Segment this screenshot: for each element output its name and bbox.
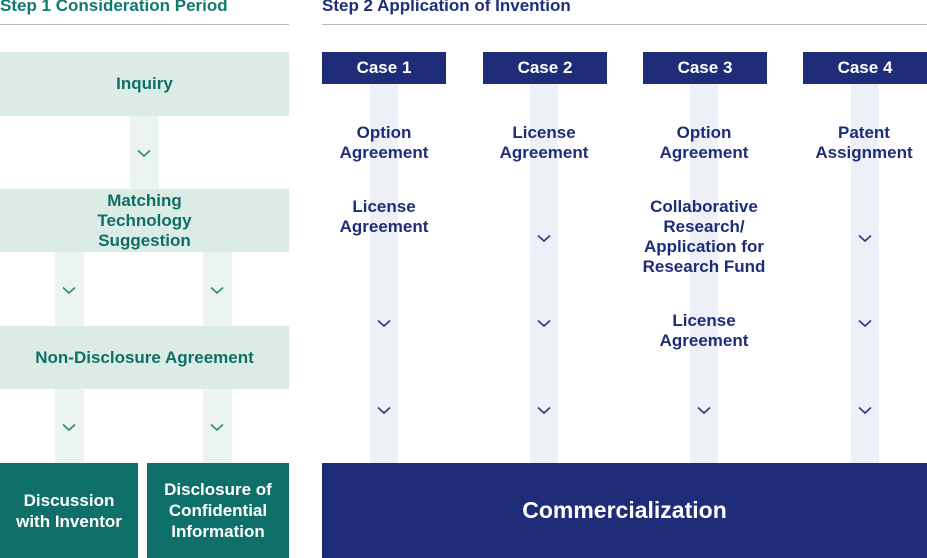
case2-header: Case 2 xyxy=(483,52,607,84)
case3-collaborative-research: Collaborative Research/ Application for … xyxy=(642,197,766,276)
case4-header: Case 4 xyxy=(803,52,927,84)
chevron-down-icon xyxy=(210,420,224,434)
case4-patent-assignment: Patent Assignment xyxy=(815,123,913,162)
connector-strip xyxy=(55,389,84,463)
chevron-down-icon xyxy=(697,403,711,417)
disclosure-box: Disclosure of Confidential Information xyxy=(147,463,289,558)
chevron-down-icon xyxy=(858,316,872,330)
case1-license-agreement: License Agreement xyxy=(339,197,429,236)
chevron-down-icon xyxy=(858,403,872,417)
nda-box: Non-Disclosure Agreement xyxy=(0,326,289,389)
case3-strip xyxy=(690,84,718,463)
chevron-down-icon xyxy=(537,316,551,330)
step1-heading: Step 1 Consideration Period xyxy=(0,0,228,15)
case2-strip xyxy=(530,84,558,463)
step2-heading: Step 2 Application of Invention xyxy=(322,0,571,15)
inquiry-box: Inquiry xyxy=(0,52,289,116)
case1-option-agreement: Option Agreement xyxy=(339,123,429,162)
chevron-down-icon xyxy=(858,231,872,245)
step1-divider xyxy=(0,24,289,25)
connector-strip xyxy=(55,252,84,326)
chevron-down-icon xyxy=(537,403,551,417)
case3-license-agreement: License Agreement xyxy=(659,311,749,350)
case4-strip xyxy=(851,84,879,463)
case1-strip xyxy=(370,84,398,463)
chevron-down-icon xyxy=(137,146,151,160)
case3-option-agreement: Option Agreement xyxy=(659,123,749,162)
connector-strip xyxy=(130,116,159,189)
chevron-down-icon xyxy=(377,316,391,330)
matching-box: Matching Technology Suggestion xyxy=(0,189,289,252)
chevron-down-icon xyxy=(62,283,76,297)
case3-header: Case 3 xyxy=(643,52,767,84)
chevron-down-icon xyxy=(62,420,76,434)
chevron-down-icon xyxy=(377,403,391,417)
case2-license-agreement: License Agreement xyxy=(499,123,589,162)
connector-strip xyxy=(203,389,232,463)
chevron-down-icon xyxy=(537,231,551,245)
connector-strip xyxy=(203,252,232,326)
discussion-box: Discussion with Inventor xyxy=(0,463,138,558)
step2-divider xyxy=(322,24,927,25)
chevron-down-icon xyxy=(210,283,224,297)
case1-header: Case 1 xyxy=(322,52,446,84)
commercialization-box: Commercialization xyxy=(322,463,927,558)
